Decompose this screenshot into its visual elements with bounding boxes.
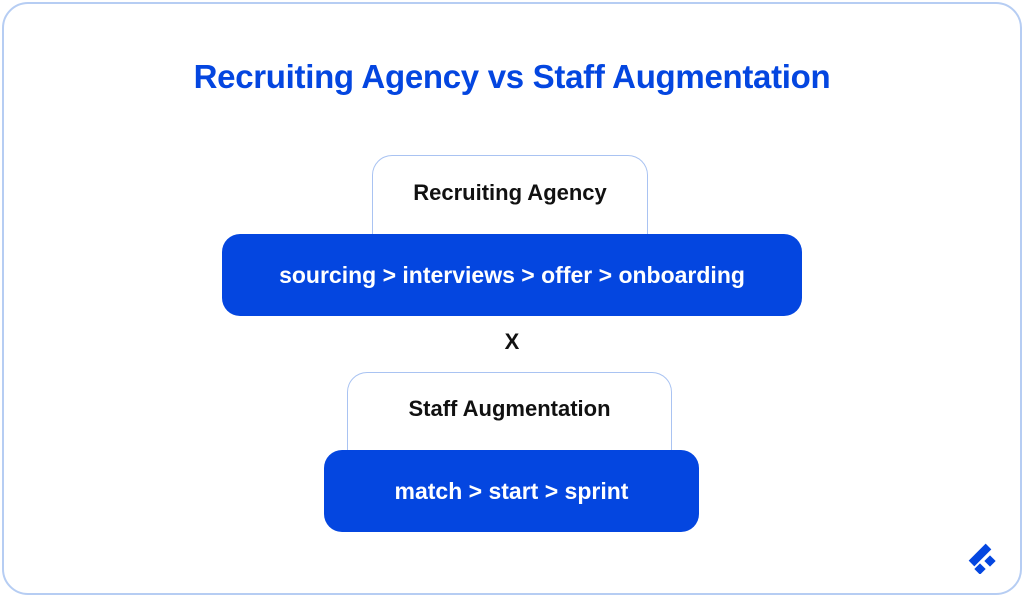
process-text: sourcing > interviews > offer > onboardi… [279,261,745,288]
staff-augmentation-label: Staff Augmentation [347,372,672,451]
recruiting-agency-label: Recruiting Agency [372,155,648,235]
model-label: Staff Augmentation [408,396,611,421]
versus-separator: X [504,329,520,354]
model-label: Recruiting Agency [413,179,607,205]
process-text: match > start > sprint [394,477,629,504]
brand-logo-icon [968,543,996,574]
staff-augmentation-process: match > start > sprint [324,450,699,532]
recruiting-agency-process: sourcing > interviews > offer > onboardi… [222,234,802,316]
page-title: Recruiting Agency vs Staff Augmentation [193,58,831,95]
